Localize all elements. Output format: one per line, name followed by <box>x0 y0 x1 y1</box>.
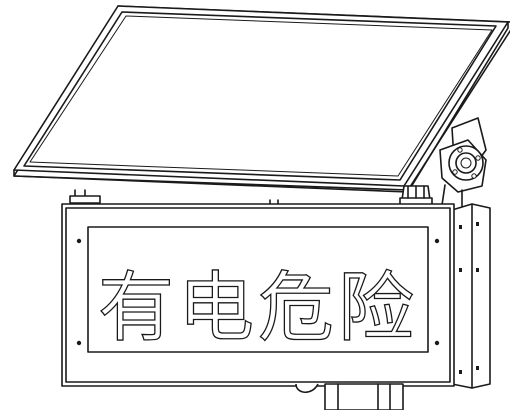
sign-box-side <box>451 203 491 389</box>
bottom-mount <box>295 383 404 410</box>
solar-panel <box>13 5 510 193</box>
sign-text: 有电危险 <box>98 263 418 352</box>
panel-mount-bracket <box>439 117 487 209</box>
sign-box-front <box>61 203 455 387</box>
